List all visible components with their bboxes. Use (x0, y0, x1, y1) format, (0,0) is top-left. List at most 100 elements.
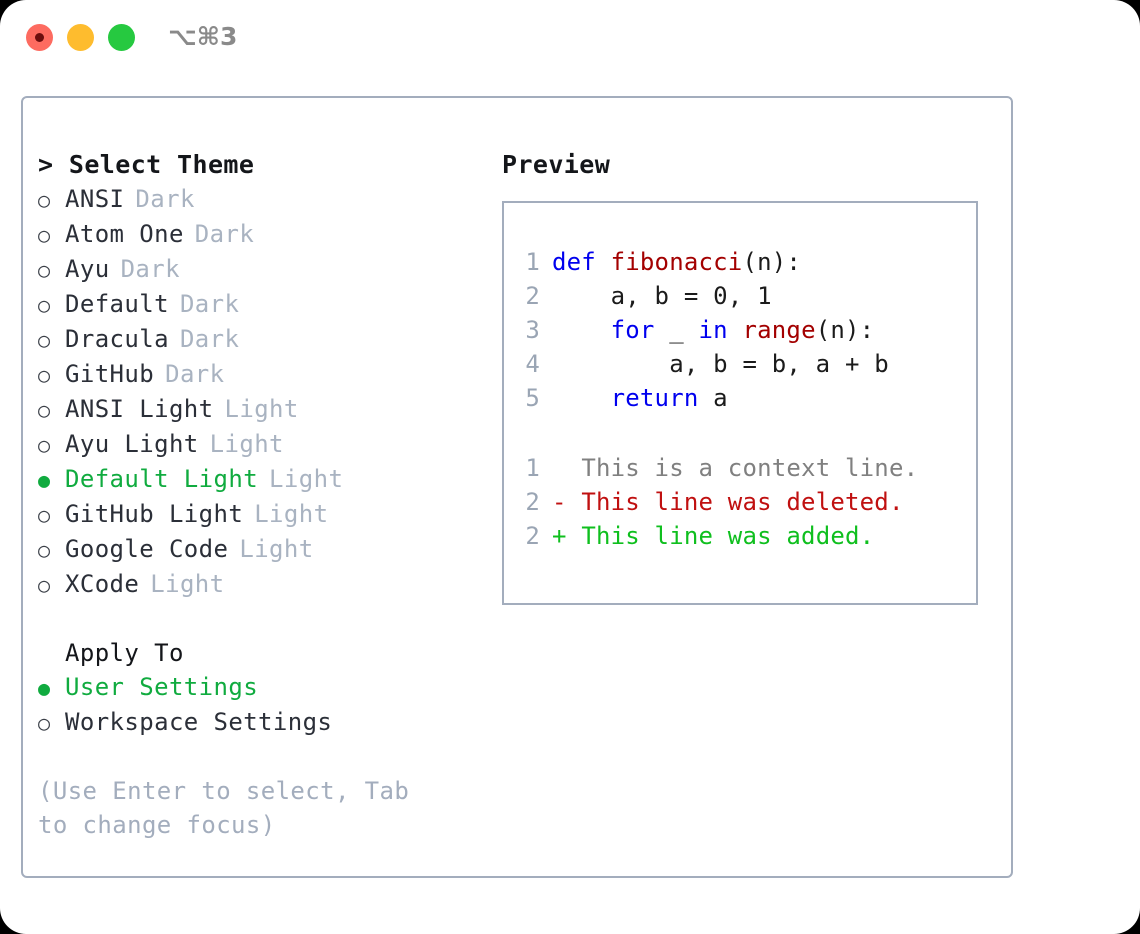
theme-option-category: Dark (179, 325, 240, 353)
theme-option-category: Dark (120, 255, 180, 283)
apply-to-option[interactable]: ○ Workspace Settings (38, 705, 498, 740)
theme-option-category: Dark (135, 185, 195, 213)
radio-unselected-icon: ○ (38, 573, 51, 597)
code-token-function: range (742, 316, 816, 344)
diff-line-text: This is a context line. (581, 454, 919, 482)
radio-unselected-icon: ○ (38, 258, 51, 282)
apply-to-option-label: User Settings (65, 673, 259, 701)
line-number: 2 (525, 522, 540, 550)
code-token-keyword: return (610, 384, 699, 412)
code-token-plain: a (698, 384, 728, 412)
radio-unselected-icon: ○ (38, 223, 51, 247)
theme-option-label: GitHub (65, 360, 155, 388)
code-line: 5 return a (514, 381, 970, 415)
code-line: 4 a, b = b, a + b (514, 347, 970, 381)
radio-unselected-icon: ○ (38, 398, 51, 422)
close-button[interactable] (26, 24, 53, 51)
theme-option-label: Atom One (65, 220, 184, 248)
code-token-keyword: in (698, 316, 728, 344)
diff-sign: - (552, 488, 567, 516)
code-token-plain: _ (654, 316, 699, 344)
apply-to-header: Apply To (65, 639, 184, 667)
radio-unselected-icon: ○ (38, 538, 51, 562)
theme-option-category: Dark (179, 290, 240, 318)
radio-selected-icon: ● (38, 676, 51, 700)
theme-option-label: Default Light (65, 465, 259, 493)
code-token-plain (728, 316, 743, 344)
line-number: 3 (525, 316, 540, 344)
theme-option-label: Default (65, 290, 169, 318)
code-line: 1 def fibonacci(n): (514, 245, 970, 279)
code-token-keyword: def (552, 248, 611, 276)
radio-unselected-icon: ○ (38, 433, 51, 457)
theme-option-label: XCode (65, 570, 140, 598)
code-line-text: a, b = b, a + b (552, 347, 889, 381)
code-token-plain (552, 384, 611, 412)
diff-line: 1 This is a context line. (514, 451, 970, 485)
code-token-plain: a, b = 0, 1 (552, 282, 772, 310)
diff-gap (567, 451, 582, 485)
theme-option[interactable]: ○ Default Dark (38, 287, 498, 322)
code-token-plain: (n): (742, 248, 802, 276)
minimize-button[interactable] (67, 24, 94, 51)
keyboard-shortcut-label: ⌥⌘3 (168, 22, 238, 51)
code-token-function: fibonacci (610, 248, 743, 276)
preview-title: Preview (502, 150, 611, 179)
code-token-plain: (n): (815, 316, 875, 344)
apply-to-option[interactable]: ● User Settings (38, 670, 498, 705)
line-number: 5 (525, 384, 540, 412)
code-line-text: return a (552, 381, 728, 415)
theme-option-label: Ayu Light (65, 430, 199, 458)
diff-sample: 1 This is a context line.2- This line wa… (514, 451, 970, 553)
code-token-plain (552, 316, 611, 344)
diff-line-text: This line was deleted. (581, 488, 904, 516)
radio-unselected-icon: ○ (38, 711, 51, 735)
select-theme-header: > Select Theme (38, 150, 255, 179)
theme-option-label: Ayu (65, 255, 110, 283)
diff-line-text: This line was added. (581, 522, 875, 550)
code-token-keyword: for (610, 316, 655, 344)
radio-unselected-icon: ○ (38, 503, 51, 527)
theme-option[interactable]: ○ Ayu Light Light (38, 427, 498, 462)
theme-option-label: GitHub Light (65, 500, 244, 528)
code-token-plain: a, b = b, a + b (552, 350, 889, 378)
radio-unselected-icon: ○ (38, 293, 51, 317)
traffic-lights (26, 24, 135, 51)
theme-option[interactable]: ○ ANSI Light Light (38, 392, 498, 427)
apply-to-option-label: Workspace Settings (65, 708, 333, 736)
line-number: 4 (525, 350, 540, 378)
list-spacer (38, 602, 498, 636)
theme-option-label: ANSI Light (65, 395, 214, 423)
diff-line: 2 + This line was added. (514, 519, 970, 553)
code-line-text: for _ in range(n): (552, 313, 875, 347)
title-bar: ⌥⌘3 (0, 0, 1140, 78)
diff-gap (567, 519, 582, 553)
radio-unselected-icon: ○ (38, 363, 51, 387)
line-number: 1 (525, 248, 540, 276)
diff-sign: + (552, 522, 567, 550)
theme-option-category: Light (209, 430, 284, 458)
maximize-button[interactable] (108, 24, 135, 51)
diff-line: 2- This line was deleted. (514, 485, 970, 519)
theme-option-label: Google Code (65, 535, 229, 563)
theme-option[interactable]: ○ Ayu Dark (38, 252, 498, 287)
diff-sign (552, 451, 567, 485)
theme-option-category: Light (224, 395, 299, 423)
line-number: 2 (525, 488, 540, 516)
code-line: 3 for _ in range(n): (514, 313, 970, 347)
line-number: 1 (525, 454, 540, 482)
